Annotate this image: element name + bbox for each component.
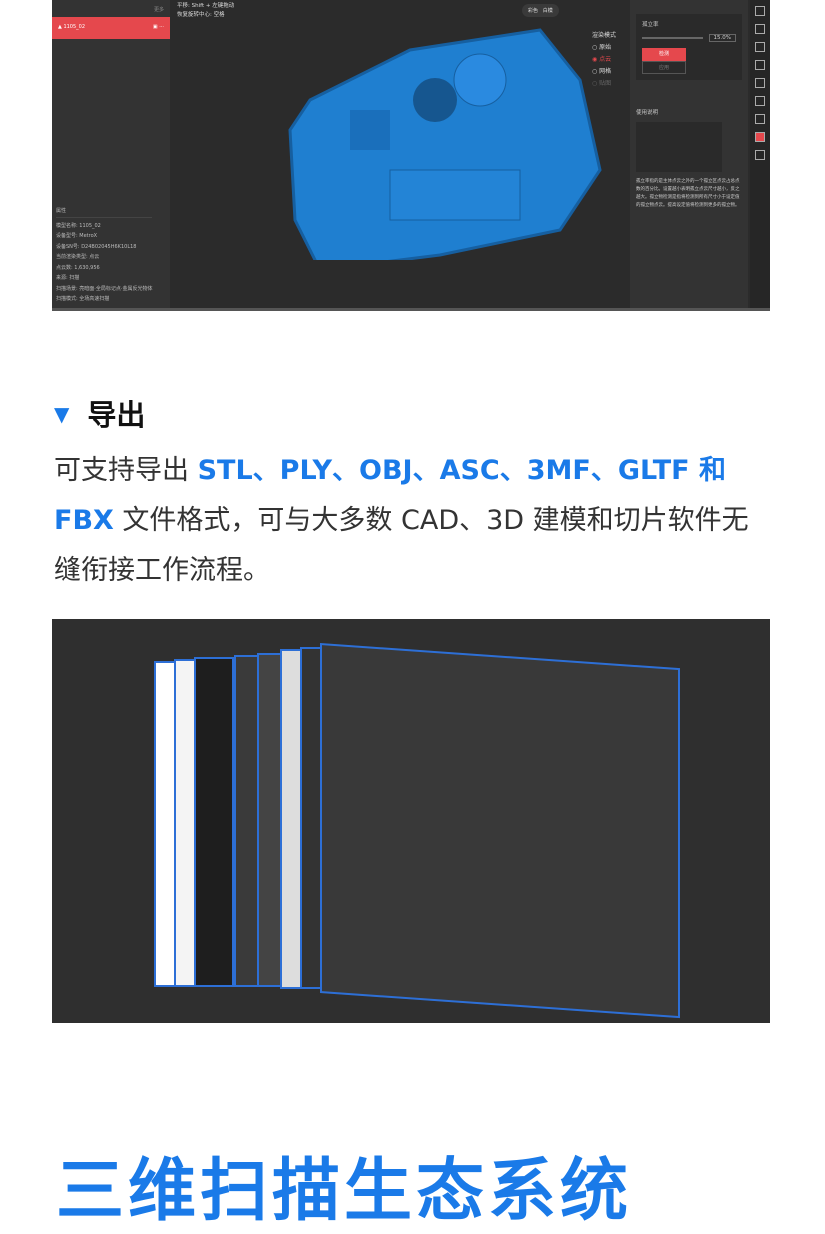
isolate-icon[interactable]	[755, 132, 765, 142]
render-option[interactable]: ○ 贴图	[592, 80, 612, 87]
prop: 设备型号: MetroX	[56, 233, 98, 239]
brush-icon[interactable]	[755, 150, 765, 160]
toolbar	[750, 0, 770, 308]
prop: 扫描模式: 全场高速扫描	[56, 296, 110, 302]
prop: 当前渲染类型: 点云	[56, 254, 100, 260]
usage-illustration	[636, 122, 722, 172]
app-window	[194, 657, 234, 987]
model-item[interactable]: ▲ 1105_02▣ ···	[52, 17, 170, 39]
poly-select-icon[interactable]	[755, 24, 765, 34]
ratio-box: 孤立率 15.0% 检测应用	[636, 14, 742, 80]
section-description: 可支持导出 STL、PLY、OBJ、ASC、3MF、GLTF 和 FBX 文件格…	[54, 446, 774, 596]
render-option[interactable]: ○ 原始	[592, 44, 612, 51]
rect-select-icon[interactable]	[755, 6, 765, 16]
software-compatibility-image	[52, 619, 770, 1023]
prop: 扫描场景: 亮暗面·全局标记点·金属反光物体	[56, 285, 153, 292]
hint: 恢复旋转中心: 空格	[177, 12, 225, 18]
software-screenshot: 更多 ▲ 1105_02▣ ··· 属性 模型名称: 1105_02 设备型号:…	[52, 0, 770, 311]
desc-part: 文件格式，可与大多数 CAD、3D 建模和切片软件无缝衔接工作流程。	[54, 505, 749, 586]
more-link[interactable]: 更多	[153, 7, 164, 13]
edit-icon[interactable]	[755, 96, 765, 106]
render-option[interactable]: ◉ 点云	[592, 56, 612, 63]
lasso-icon[interactable]	[755, 42, 765, 52]
contrast-icon[interactable]	[755, 78, 765, 88]
properties: 属性 模型名称: 1105_02 设备型号: MetroX 设备SN号: D24…	[56, 206, 153, 305]
view-white[interactable]: 白模	[542, 8, 553, 14]
view-mode-toggle[interactable]: 彩色 白模	[522, 4, 559, 17]
detect-button[interactable]: 检测	[642, 48, 686, 61]
sphere-icon[interactable]	[755, 60, 765, 70]
blender-window	[320, 643, 680, 1019]
prop: 来源: 扫描	[56, 275, 80, 281]
prop: 模型名称: 1105_02	[56, 222, 101, 229]
ecosystem-heading: 三维扫描生态系统	[56, 1152, 633, 1231]
scanned-part-model[interactable]	[240, 20, 640, 260]
prop: 设备SN号: D24B02045H6K10L18	[56, 243, 137, 250]
formats: STL、PLY、OBJ、ASC、3MF、GLTF 和 FBX	[54, 455, 726, 536]
apply-button[interactable]: 应用	[642, 61, 686, 74]
ratio-label: 孤立率	[642, 22, 659, 28]
usage-text: 孤立率指的是主体点云之外的一个孤立区点云占总点数的百分比。设置越小表明孤立点云尺…	[636, 179, 740, 208]
prop: 点云数: 1,630,956	[56, 264, 100, 271]
triangle-icon: ▼	[54, 402, 70, 426]
render-mode: 渲染模式 ○ 原始 ◉ 点云 ○ 网格 ○ 贴图	[592, 30, 616, 90]
props-title: 属性	[56, 206, 153, 218]
more-icon[interactable]: ▣ ···	[152, 24, 164, 30]
left-panel: 更多 ▲ 1105_02▣ ··· 属性 模型名称: 1105_02 设备型号:…	[52, 0, 170, 308]
delete-icon[interactable]	[755, 114, 765, 124]
hint: 平移: Shift + 左键拖动	[177, 3, 235, 9]
render-title: 渲染模式	[592, 32, 617, 39]
view-color[interactable]: 彩色	[528, 8, 539, 14]
ratio-input[interactable]: 15.0%	[708, 34, 736, 42]
hints: 平移: Shift + 左键拖动恢复旋转中心: 空格	[177, 2, 234, 20]
model-name: 1105_02	[63, 24, 86, 30]
ratio-slider[interactable]	[642, 37, 703, 39]
desc-part: 可支持导出	[54, 455, 198, 486]
usage-title: 使用说明	[636, 110, 659, 116]
section-title-text: 导出	[87, 398, 146, 432]
render-option[interactable]: ○ 网格	[592, 68, 612, 75]
section-title: ▼ 导出	[54, 392, 145, 434]
right-panel: 孤立率 15.0% 检测应用 使用说明 孤立率指的是主体点云之外的一个孤立区点云…	[630, 0, 748, 308]
